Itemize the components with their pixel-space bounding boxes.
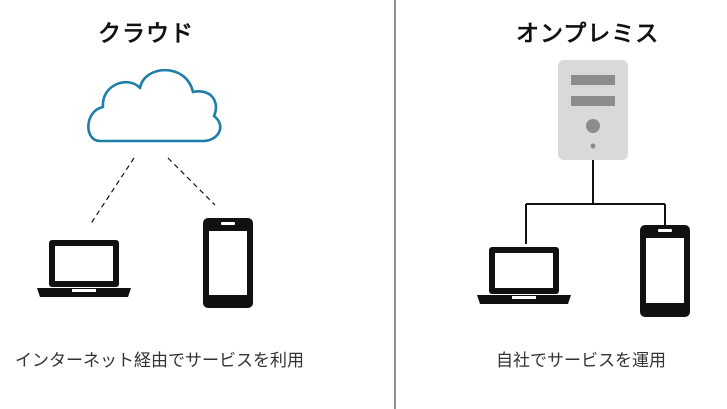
- laptop-icon: [37, 240, 131, 297]
- cloud-caption: インターネット経由でサービスを利用: [15, 351, 304, 371]
- cloud-icon: [87, 68, 222, 143]
- smartphone-icon: [203, 218, 253, 308]
- smartphone-icon: [640, 225, 690, 317]
- onprem-network-lines: [525, 160, 666, 244]
- cloud-link-line-laptop: [89, 157, 135, 226]
- onprem-title: オンプレミス: [516, 21, 660, 47]
- laptop-icon: [477, 247, 571, 304]
- onprem-caption: 自社でサービスを運用: [496, 351, 666, 371]
- cloud-link-line-phone: [167, 157, 216, 206]
- server-icon: [558, 60, 628, 160]
- cloud-title: クラウド: [98, 21, 194, 47]
